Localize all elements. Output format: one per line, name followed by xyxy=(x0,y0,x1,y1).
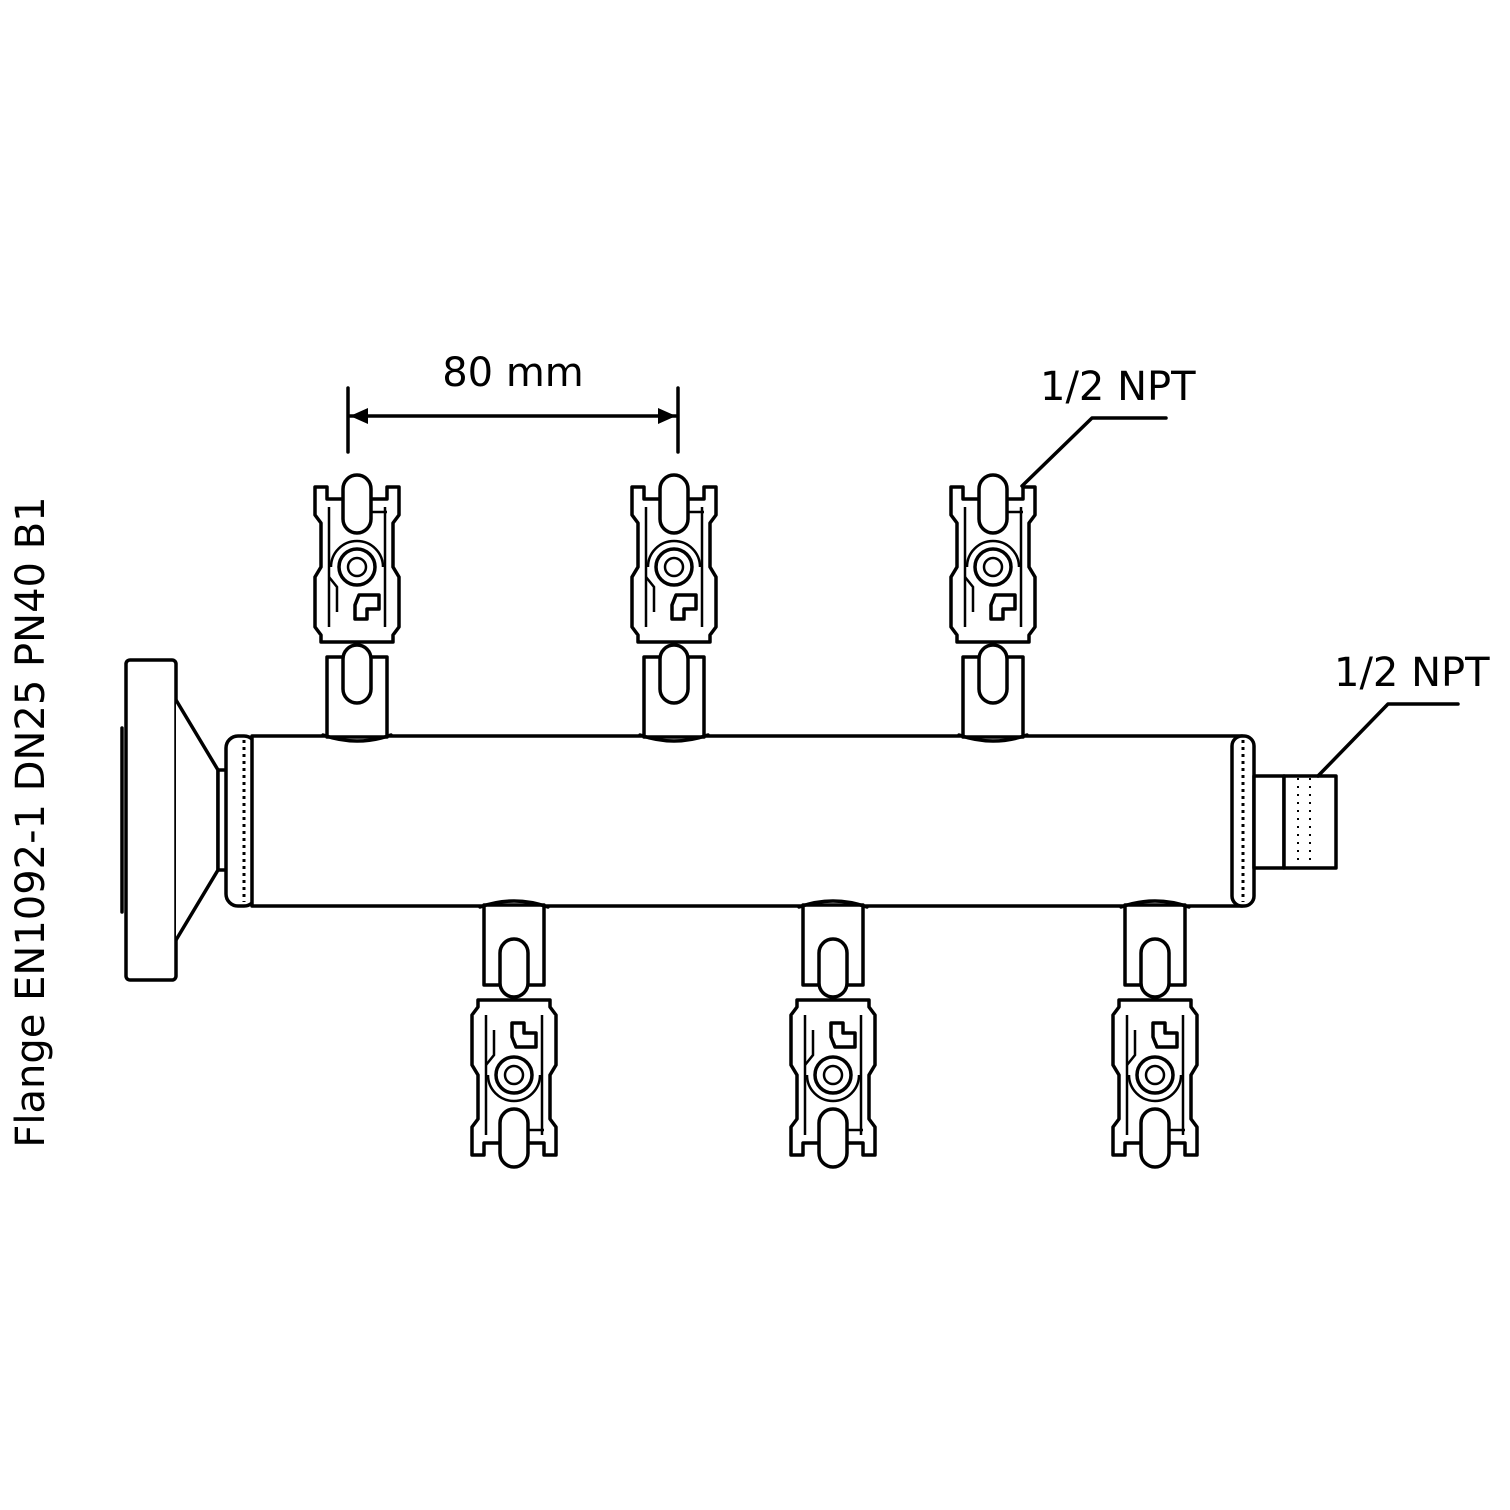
end-outlet-thread xyxy=(1252,774,1338,870)
valve-bottom-3 xyxy=(1111,899,1199,1169)
valve-top-1 xyxy=(313,473,401,743)
flange xyxy=(120,658,230,982)
end-thread-label: 1/2 NPT xyxy=(1334,650,1490,696)
spacing-label: 80 mm xyxy=(442,350,584,396)
valve-bottom-1 xyxy=(470,899,558,1169)
top-thread-label: 1/2 NPT xyxy=(1040,364,1196,410)
valve-top-3 xyxy=(949,473,1037,743)
header-pipe xyxy=(224,734,1256,908)
spacing-dimension: 80 mm xyxy=(346,350,680,454)
valve-bottom-2 xyxy=(789,899,877,1169)
flange-label: Flange EN1092-1 DN25 PN40 B1 xyxy=(8,496,54,1147)
top-thread-callout: 1/2 NPT xyxy=(1020,364,1196,488)
valve-top-2 xyxy=(630,473,718,743)
end-thread-callout: 1/2 NPT xyxy=(1316,650,1490,778)
